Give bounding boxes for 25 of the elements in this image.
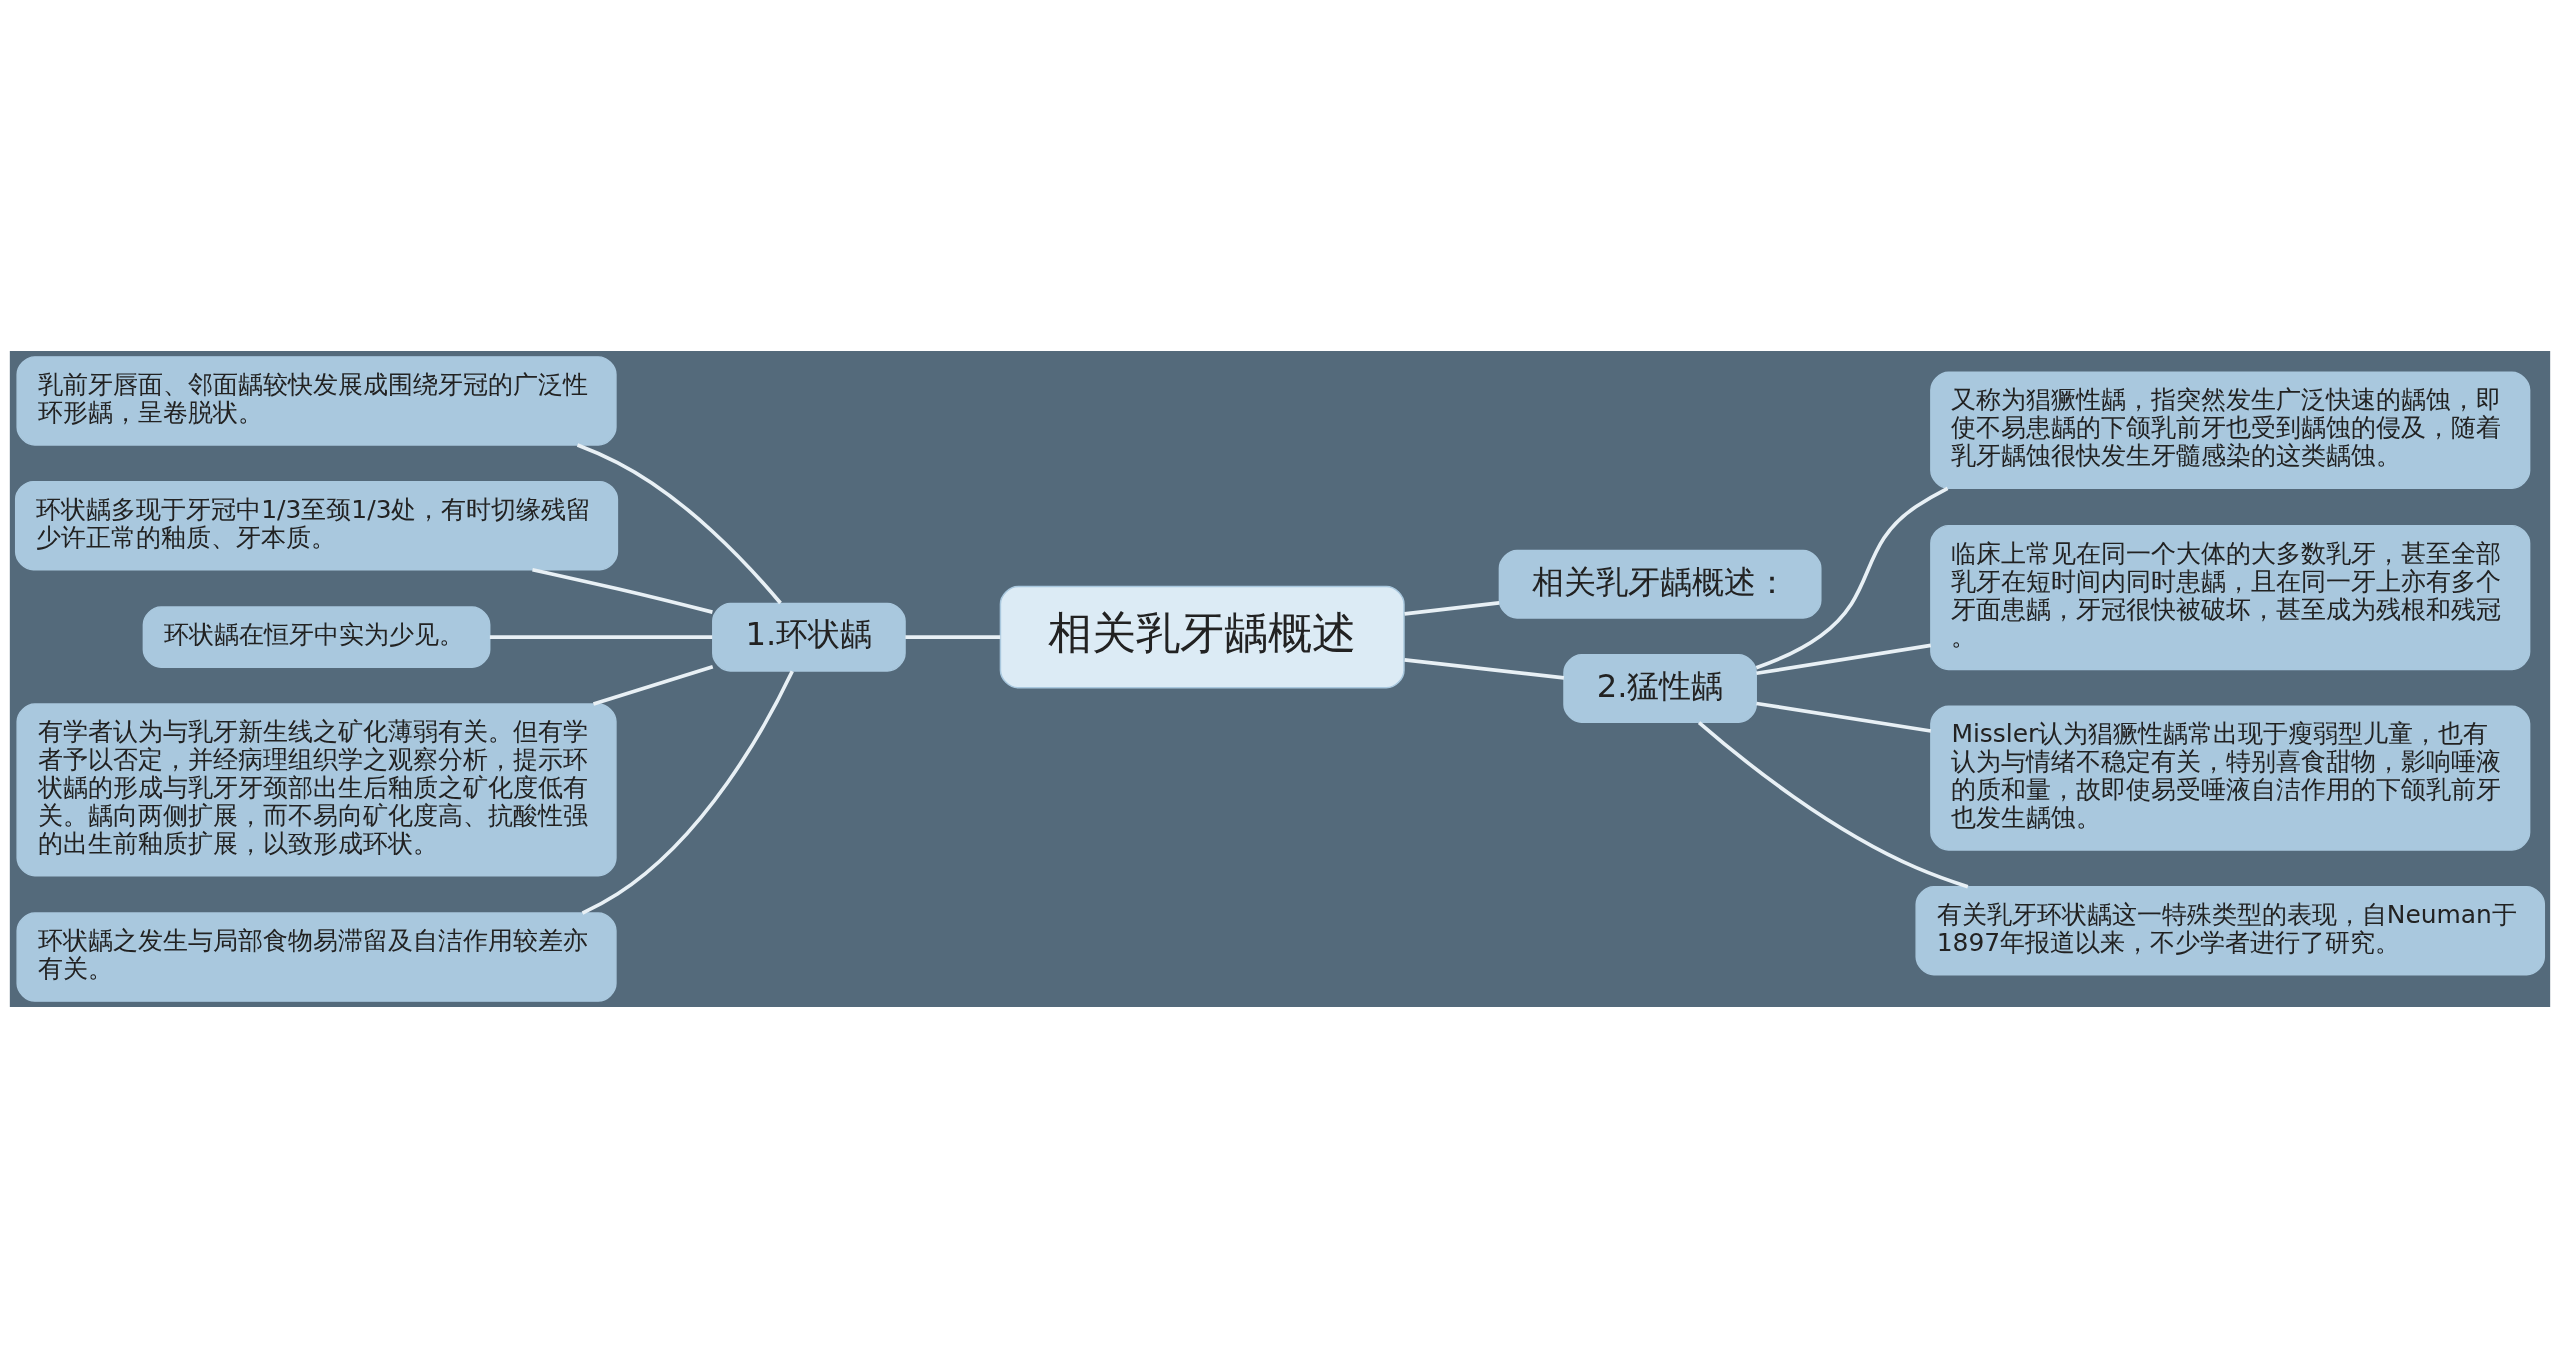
node-box: 1.环状龋: [712, 602, 906, 672]
connector: [1755, 486, 1949, 670]
connector: [1404, 601, 1500, 616]
node-box: Missler认为猖獗性龋常出现于瘦弱型儿童，也有认为与情绪不稳定有关，特别喜食甜物，影响唾液的质和量，故即使易受唾液自洁作用的下颌乳前牙也发生龋蚀。: [1930, 705, 2531, 851]
node-box: 相关乳牙龋概述：: [1498, 549, 1822, 619]
node-box: 乳前牙唇面、邻面龋较快发展成围绕牙冠的广泛性环形龋，呈卷脱状。: [16, 356, 617, 446]
connector: [1404, 658, 1565, 680]
connector: [1756, 701, 1932, 733]
node-box: 环状龋在恒牙中实为少见。: [142, 606, 491, 668]
node-box: 有关乳牙环状龋这一特殊类型的表现，自Neuman于1897年报道以来，不少学者进行了研究。: [1915, 885, 2546, 976]
node-box: 临床上常见在同一个大体的大多数乳牙，甚至全部乳牙在短时间内同时患龋，且在同一牙上亦有多个牙面患龋，牙冠很快被破坏，甚至成为残根和残冠。: [1930, 524, 2531, 671]
node-box: 有学者认为与乳牙新生线之矿化薄弱有关。但有学者予以否定，并经病理组织学之观察分析，提示环状龋的形成与乳牙牙颈部出生后釉质之矿化度低有关。龋向两侧扩展，而不易向矿化度高、抗酸性强的出生前釉质扩展，以致形成环状。: [16, 703, 617, 877]
node-box: 环状龋多现于牙冠中1/3至颈1/3处，有时切缘残留少许正常的釉质、牙本质。: [14, 480, 619, 571]
node-box: 又称为猖獗性龋，指突然发生广泛快速的龋蚀，即使不易患龋的下颌乳前牙也受到龋蚀的侵及，随着乳牙龋蚀很快发生牙髓感染的这类龋蚀。: [1930, 371, 2531, 489]
connector: [592, 664, 714, 706]
node-box: 2.猛性龋: [1563, 654, 1757, 724]
connector: [1756, 643, 1932, 676]
connector: [581, 670, 794, 915]
connector: [905, 635, 1001, 639]
node-box: 环状龋之发生与局部食物易滞留及自洁作用较差亦有关。: [16, 912, 617, 1002]
connector: [576, 443, 782, 605]
connector: [532, 567, 713, 614]
connector: [489, 635, 713, 639]
node-box: 相关乳牙龋概述: [999, 585, 1405, 689]
connector: [1697, 721, 1969, 889]
